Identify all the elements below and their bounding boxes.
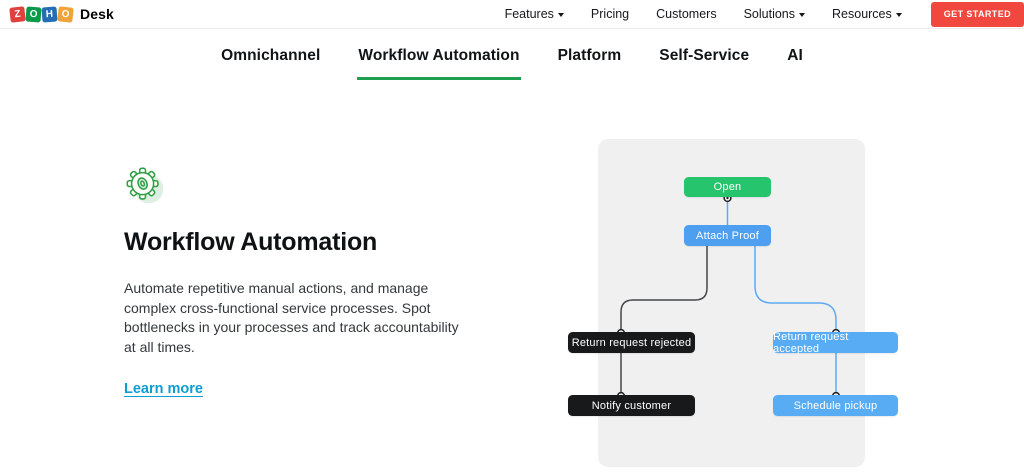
top-header: Z O H O Desk Features Pricing Customers … [0, 0, 1024, 29]
zoho-logo-icon: Z O H O [9, 5, 74, 23]
logo-letter: O [57, 5, 74, 23]
nav-item-label: Customers [656, 7, 717, 21]
tab-omnichannel[interactable]: Omnichannel [221, 47, 321, 64]
workflow-diagram: Open Attach Proof Return request rejecte… [560, 130, 920, 475]
chevron-down-icon [557, 12, 564, 17]
tab-platform[interactable]: Platform [557, 47, 622, 64]
flow-node-return-request-rejected: Return request rejected [568, 332, 695, 353]
page-title: Workflow Automation [124, 228, 378, 256]
flow-connectors [616, 193, 841, 401]
nav-item-label: Solutions [743, 7, 796, 21]
gear-icon [126, 167, 164, 204]
feature-content: Workflow Automation Automate repetitive … [124, 163, 460, 398]
nav-item-label: Resources [832, 7, 892, 21]
get-started-button[interactable]: GET STARTED [930, 1, 1024, 27]
flow-node-return-request-accepted: Return request accepted [773, 331, 898, 355]
logo-letter: O [25, 5, 42, 23]
nav-item-label: Pricing [590, 7, 630, 21]
flow-node-schedule-pickup: Schedule pickup [773, 395, 898, 416]
nav-item-customers[interactable]: Customers [656, 7, 716, 21]
chevron-down-icon [799, 12, 806, 17]
top-nav: Features Pricing Customers Solutions Res… [505, 1, 1024, 27]
logo-letter: Z [9, 5, 26, 23]
logo-letter: H [41, 5, 58, 23]
nav-item-label: Features [504, 7, 554, 21]
tab-workflow-automation[interactable]: Workflow Automation [357, 40, 521, 80]
nav-item-pricing[interactable]: Pricing [591, 7, 629, 21]
tab-self-service[interactable]: Self-Service [659, 47, 750, 64]
nav-item-resources[interactable]: Resources [832, 7, 902, 21]
nav-item-features[interactable]: Features [505, 7, 564, 21]
product-name: Desk [80, 6, 114, 22]
tab-ai[interactable]: AI [787, 47, 803, 64]
flow-node-open: Open [684, 177, 771, 197]
feature-tabs: Omnichannel Workflow Automation Platform… [0, 40, 1024, 80]
feature-description: Automate repetitive manual actions, and … [124, 280, 459, 355]
flow-node-notify-customer: Notify customer [568, 395, 695, 416]
zoho-desk-logo[interactable]: Z O H O Desk [9, 5, 114, 23]
flow-node-attach-proof: Attach Proof [684, 225, 771, 246]
nav-item-solutions[interactable]: Solutions [743, 7, 806, 21]
learn-more-link[interactable]: Learn more [124, 381, 203, 397]
chevron-down-icon [895, 12, 902, 17]
